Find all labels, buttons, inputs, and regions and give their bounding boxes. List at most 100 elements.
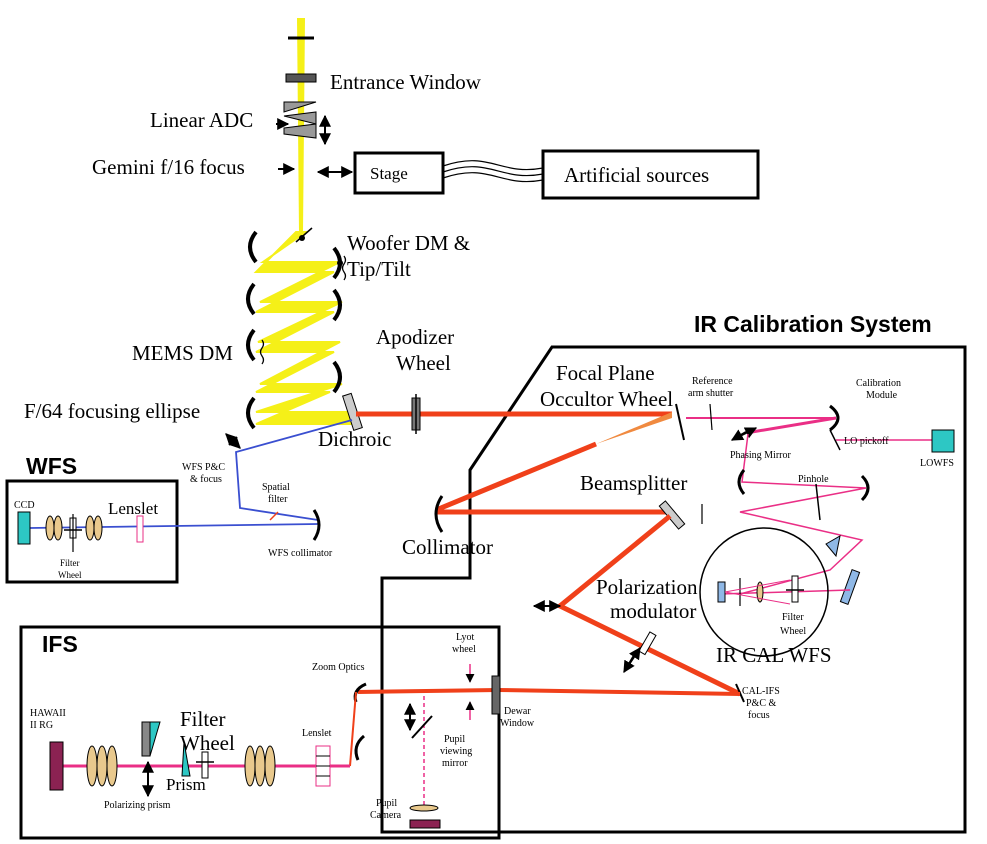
label-pupil-view-1: Pupil [444,734,465,745]
ir-cal-wfs-beam-a [724,579,791,593]
cal-beam-loop [739,433,867,595]
label-polarization-2: modulator [610,599,696,623]
label-dewar-1: Dewar [504,706,531,717]
label-stage: Stage [370,164,408,183]
woofer-squiggle [341,255,347,281]
cal-prism [825,535,841,558]
label-wfs-pc-2: & focus [190,474,222,485]
hawaii-detector [49,741,64,791]
label-phasing-mirror: Phasing Mirror [730,450,792,461]
pupil-viewing-mirror [411,715,433,739]
ifs-prism [181,741,191,777]
artificial-sources-box [541,149,760,200]
tiptilt-dot [337,260,343,266]
ir-cal-wfs-filter [791,575,799,603]
ir-cal-wfs-detector [717,581,726,603]
polarizing-prism-a [141,721,151,757]
pupil-camera-element [409,819,441,829]
label-ccd: CCD [14,500,35,511]
ifs-lens-r2 [254,745,266,787]
pinhole-element [815,483,821,521]
cal-mirror-b [860,474,870,502]
label-pupil-view-3: mirror [442,758,468,769]
cal-mirror-a [737,469,746,495]
label-gemini-focus: Gemini f/16 focus [92,155,245,179]
ir-cal-wfs-circle [699,527,829,657]
label-pupil-camera-2: Camera [370,810,402,821]
fiber-1 [442,160,544,171]
ifs-lens-l2 [96,745,108,787]
mirror-left-3 [246,328,256,362]
woofer-dot [299,235,305,241]
label-lyot-2: wheel [452,644,476,655]
zoom-mirror-bottom [354,734,366,761]
label-collimator: Collimator [402,535,493,559]
label-wfs-pc-1: WFS P&C [182,462,225,473]
wfs-box [5,479,179,584]
woofer-pickoff [295,227,313,243]
ifs-lens-l3 [106,745,118,787]
ifs-filter-wheel [201,751,209,779]
label-lenslet-wfs: Lenslet [108,499,158,518]
lo-pickoff-element [829,429,841,451]
label-ref-shutter-2: arm shutter [688,388,734,399]
label-dichroic: Dichroic [318,427,391,451]
label-dewar-2: Window [500,718,535,729]
label-focal-plane-1: Focal Plane [556,361,655,385]
mirror-left-4 [246,396,256,430]
ir-cal-wfs-beam-b [724,591,791,605]
label-focal-plane-2: Occultor Wheel [540,387,673,411]
label-lenslet-ifs: Lenslet [302,728,332,739]
wfs-lens-4 [93,515,103,541]
label-apodizer-2: Wheel [396,351,451,375]
label-mems-dm: MEMS DM [132,341,233,365]
label-cal-ifs-2: P&C & [746,698,777,709]
wfs-lens-3 [85,515,95,541]
label-filter-wheel-ifs-2: Wheel [180,731,235,755]
ir-cal-enclosure [380,345,967,834]
ifs-beam-from-cal [497,688,741,696]
occulter-wheel [675,403,685,441]
ir-beam-taper [596,412,672,444]
mirror-left-2 [246,282,256,316]
label-wfs-title: WFS [26,453,77,479]
label-cal-module-2: Module [866,390,898,401]
ifs-beam-down [349,691,357,767]
label-hawaii-2: II RG [30,720,53,731]
cal-mirror-c [839,569,861,605]
label-ifs-title: IFS [42,631,78,657]
label-apodizer-1: Apodizer [376,325,454,349]
ir-beam-to-collimator [435,441,597,513]
label-linear-adc: Linear ADC [150,108,253,132]
label-filter-wheel-wfs-1: Filter [60,558,80,568]
label-spatial-filter-2: filter [268,494,288,505]
adc-prism-1 [283,101,317,113]
ir-cal-wfs-lens [756,581,764,603]
mems-squiggle [259,339,265,365]
adc-prism-2 [283,111,317,125]
label-spatial-filter-1: Spatial [262,482,290,493]
label-woofer-1: Woofer DM & [347,231,470,255]
label-zoom-optics: Zoom Optics [312,662,365,673]
ifs-lens-r3 [264,745,276,787]
wfs-lens-2 [53,515,63,541]
wfs-lens-1 [45,515,55,541]
wfs-beam [235,419,353,521]
label-lyot-1: Lyot [456,632,475,643]
label-cal-module-1: Calibration [856,378,901,389]
dichroic-element [342,392,363,431]
label-ir-cal-wfs: IR CAL WFS [716,643,832,667]
label-lowfs: LOWFS [920,458,954,469]
phasing-arrow-2 [739,427,758,439]
spatial-filter-mark [269,511,279,521]
ccd-detector [17,511,31,545]
adc-prism-3 [283,123,317,139]
label-cal-ifs-3: focus [748,710,770,721]
label-filter-wheel-wfs-2: Wheel [58,570,82,580]
label-filter-wheel-ifs-1: Filter [180,707,226,731]
fiber-2 [442,166,544,177]
label-wfs-collimator: WFS collimator [268,548,333,559]
collimator-mirror [434,495,444,533]
label-cal-ifs-1: CAL-IFS [742,686,780,697]
label-beamsplitter: Beamsplitter [580,471,687,495]
